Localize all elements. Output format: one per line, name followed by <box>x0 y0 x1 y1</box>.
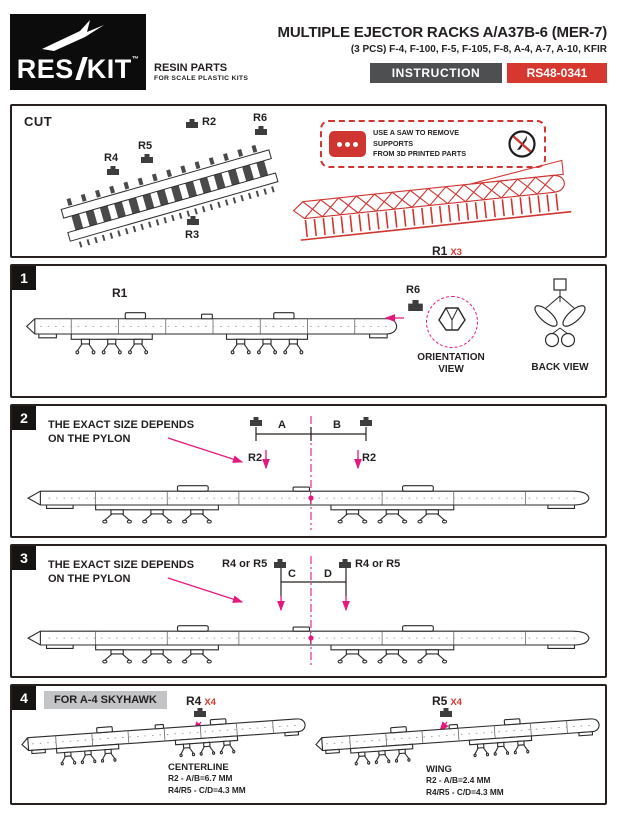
cut-label: CUT <box>24 114 53 129</box>
note-arrow <box>167 437 244 463</box>
part-icon-r4r5-left <box>274 559 286 568</box>
wing-line2: R4/R5 - C/D=4.3 MM <box>426 786 504 797</box>
part-label-r3: R3 <box>185 229 200 241</box>
dim-c-label: C <box>288 568 296 580</box>
part-icon-r6-step1 <box>408 300 423 311</box>
logo-wordmark: RES KIT™ <box>10 56 146 83</box>
back-view-label: BACK VIEW <box>531 362 589 373</box>
mer-rack-side-view <box>26 312 398 355</box>
orientation-line1: ORIENTATION <box>417 352 485 363</box>
centerline-line1: R2 - A/B=6.7 MM <box>168 773 233 783</box>
part-icon-r4 <box>107 166 119 175</box>
dim-b-label: B <box>333 419 341 431</box>
brand-line1: RESIN PARTS <box>154 62 228 74</box>
note-arrow-2 <box>167 577 244 603</box>
step-2-section: 2 THE EXACT SIZE DEPENDS ON THE PYLON A … <box>10 404 607 538</box>
part-label-r4: R4 <box>104 152 119 164</box>
warning-text: USE A SAW TO REMOVE SUPPORTS FROM 3D PRI… <box>373 128 500 161</box>
r1-printed-part-drawing <box>292 159 572 241</box>
step-2-badge: 2 <box>12 406 36 430</box>
pylon-note2-line2: ON THE PYLON <box>48 573 131 586</box>
dim-a-label: A <box>278 419 286 431</box>
r4r5-left-callout: R4 or R5 <box>222 558 268 570</box>
part-icon-r3 <box>187 216 199 225</box>
pylon-note2-line1: THE EXACT SIZE DEPENDS <box>48 559 195 571</box>
r2-right-callout: R2 <box>362 452 377 464</box>
part-icon-r5 <box>141 154 153 163</box>
orientation-view-label: ORIENTATION VIEW <box>414 352 488 376</box>
header-badges: INSTRUCTION RS48-0341 <box>278 63 607 83</box>
page-title: MULTIPLE EJECTOR RACKS A/A37B-6 (MER-7) <box>277 24 608 41</box>
logo-slash <box>75 57 88 80</box>
wing-title: WING <box>426 764 452 775</box>
pylon-note-line2: ON THE PYLON <box>48 433 131 446</box>
saw-warning-box: USE A SAW TO REMOVE SUPPORTS FROM 3D PRI… <box>320 120 546 168</box>
part-icon-r2 <box>186 119 198 128</box>
part-icon-r6 <box>255 126 267 135</box>
logo-res: RES <box>16 54 74 84</box>
part-label-r5: R5 <box>138 140 153 152</box>
part-label-r6: R6 <box>253 112 268 124</box>
dim-d-label: D <box>324 568 332 580</box>
step-1-section: 1 R1 R6 ORIENTATION VIEW <box>10 264 607 398</box>
header-right: MULTIPLE EJECTOR RACKS A/A37B-6 (MER-7) … <box>278 24 607 83</box>
resin-sprue-drawing <box>60 143 279 248</box>
centerline-line2: R4/R5 - C/D=4.3 MM <box>168 784 246 795</box>
pylon-note: THE EXACT SIZE DEPENDS ON THE PYLON <box>48 418 194 447</box>
pylon-note-2: THE EXACT SIZE DEPENDS ON THE PYLON <box>48 558 194 587</box>
wing-line1: R2 - A/B=2.4 MM <box>426 775 491 785</box>
page-subtitle: (3 PCS) F-4, F-100, F-5, F-105, F-8, A-4… <box>350 44 607 55</box>
warning-line2: FROM 3D PRINTED PARTS <box>373 149 467 159</box>
brand-tagline: RESIN PARTS FOR SCALE PLASTIC KITS <box>154 62 248 82</box>
r6-arrow <box>384 314 404 322</box>
logo-kit: KIT <box>86 54 132 84</box>
wing-specs: WING R2 - A/B=2.4 MM R4/R5 - C/D=4.3 MM <box>426 764 504 798</box>
orientation-cross-section-icon <box>426 296 478 348</box>
step-1-badge: 1 <box>12 266 36 290</box>
orientation-line2: VIEW <box>438 364 464 375</box>
r1-qty: X3 <box>450 247 462 258</box>
printed-part-supports-icon <box>329 131 366 157</box>
r6-callout: R6 <box>406 284 421 296</box>
logo-tm: ™ <box>131 56 140 63</box>
a4-skyhawk-tag: FOR A-4 SKYHAWK <box>44 691 167 709</box>
cut-section: CUT R2 R6 R4 R5 R3 USE A SAW TO REMOVE S… <box>10 104 607 258</box>
r4-qty: X4 <box>204 697 216 708</box>
r1-label: R1 <box>432 244 448 258</box>
r5-label: R5 <box>432 694 448 708</box>
no-knife-prohibition-icon <box>508 130 536 158</box>
jet-icon <box>42 20 104 51</box>
step-4-badge: 4 <box>12 686 36 710</box>
r1-callout: R1 <box>112 286 128 300</box>
step-3-badge: 3 <box>12 546 36 570</box>
part-label-r2: R2 <box>202 116 217 128</box>
step-3-section: 3 THE EXACT SIZE DEPENDS ON THE PYLON R4… <box>10 544 607 678</box>
warning-line1: USE A SAW TO REMOVE SUPPORTS <box>373 127 460 148</box>
r2-left-callout: R2 <box>248 452 263 464</box>
centerline-title: CENTERLINE <box>168 762 229 773</box>
pylon-note-line1: THE EXACT SIZE DEPENDS <box>48 419 195 431</box>
r5-qty: X4 <box>450 697 462 708</box>
part-icon-r4r5-right <box>339 559 351 568</box>
r4r5-right-callout: R4 or R5 <box>355 558 401 570</box>
dimension-diagram-ab <box>250 416 372 530</box>
back-view-drawing <box>534 278 586 348</box>
instruction-badge: INSTRUCTION <box>370 63 502 83</box>
r4-label: R4 <box>186 694 202 708</box>
reskit-logo: RES KIT™ <box>10 14 146 90</box>
dimension-diagram-cd <box>277 556 350 668</box>
mer-rack-centerline <box>20 712 308 768</box>
brand-line2: FOR SCALE PLASTIC KITS <box>154 75 249 82</box>
product-code-badge: RS48-0341 <box>507 63 607 83</box>
centerline-specs: CENTERLINE R2 - A/B=6.7 MM R4/R5 - C/D=4… <box>168 762 246 796</box>
